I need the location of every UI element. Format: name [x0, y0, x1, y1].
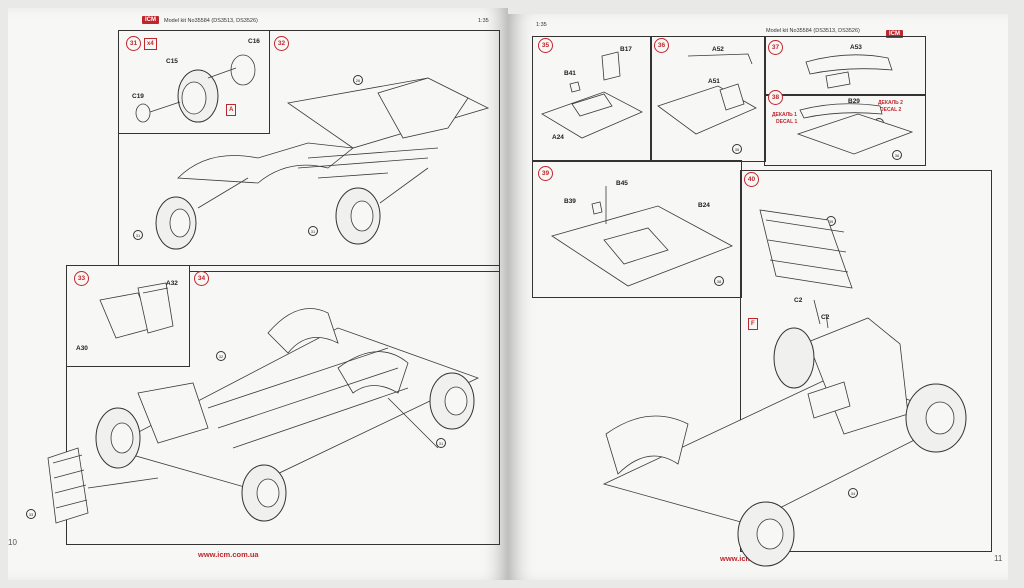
step-38-panel: [764, 94, 926, 166]
left-page: Model kit No35584 (DS3513, DS3526) 1:35 …: [8, 8, 508, 580]
left-page-illustrations: [47, 54, 490, 524]
step-37-panel: [764, 36, 926, 96]
step-39-marker: 39: [538, 166, 553, 181]
steps-33-34-panel: [66, 265, 500, 545]
cab-step38-drawing: [796, 103, 914, 155]
decal-2-ru: ДЕКАЛЬ 2: [878, 100, 903, 106]
step-36-marker: 36: [654, 38, 669, 53]
right-header-model: Model kit No35584 (DS3513, DS3526): [766, 28, 860, 34]
left-footer-url: www.icm.com.ua: [198, 550, 259, 559]
step-33-marker: 33: [74, 271, 89, 286]
part-label-a51: A51: [708, 78, 720, 85]
decal-1-en: DECAL 1: [776, 119, 798, 125]
callout-32: 32: [216, 351, 226, 361]
callout-38: 38: [714, 276, 724, 286]
right-page-illustrations: [541, 51, 967, 567]
right-page: 1:35 Model kit No35584 (DS3513, DS3526) …: [508, 14, 1008, 580]
step-34-marker: 34: [194, 271, 209, 286]
part-label-a30: A30: [76, 345, 88, 352]
chassis-step32-drawing: [155, 77, 490, 250]
part-label-b24: B24: [698, 202, 710, 209]
left-header-scale: 1:35: [478, 18, 489, 24]
step-31-marker: 31: [126, 36, 141, 51]
part-label-b17: B17: [620, 46, 632, 53]
left-page-number: 10: [8, 538, 17, 547]
part-label-b39: B39: [564, 198, 576, 205]
decal-2-en: DECAL 2: [880, 107, 902, 113]
floor-step39-drawing: [551, 186, 733, 287]
chassis-step34-drawing: [47, 308, 480, 524]
callout-26: 26: [353, 75, 363, 85]
floor-step35-drawing: [541, 51, 643, 139]
step-35-marker: 35: [538, 38, 553, 53]
icm-logo: ICM: [142, 16, 159, 24]
paint-flag-f: F: [748, 318, 758, 330]
part-label-c2b: C2: [821, 314, 830, 321]
part-label-a24: A24: [552, 134, 564, 141]
chassis-step40-drawing: [602, 209, 967, 567]
step-37-marker: 37: [768, 40, 783, 55]
left-header-model: Model kit No35584 (DS3513, DS3526): [164, 18, 258, 24]
part-label-c19: C19: [132, 93, 144, 100]
steps-31-32-panel: [118, 30, 500, 272]
step-40-marker: 40: [744, 172, 759, 187]
step-36-panel: [650, 36, 766, 162]
step-38-marker: 38: [768, 90, 783, 105]
part-label-a53: A53: [850, 44, 862, 51]
callout-34: 34: [848, 488, 858, 498]
callout-31a: 31: [133, 230, 143, 240]
callout-33: 33: [26, 509, 36, 519]
panel-step37-drawing: [805, 54, 893, 89]
icm-logo-right: ICM: [886, 30, 903, 38]
paint-flag-a: A: [226, 104, 237, 116]
step-39-panel: [532, 160, 742, 298]
part-label-c15: C15: [166, 58, 178, 65]
callout-31c: 31: [436, 438, 446, 448]
callout-31b: 31: [308, 226, 318, 236]
radiator-step33-drawing: [99, 282, 174, 339]
x4-badge: x4: [144, 38, 157, 50]
wheel-exploded-icon: [135, 54, 256, 123]
part-label-b45: B45: [616, 180, 628, 187]
part-label-c2a: C2: [794, 297, 803, 304]
right-header-scale: 1:35: [536, 22, 547, 28]
callout-35: 35: [732, 144, 742, 154]
decal-1-ru: ДЕКАЛЬ 1: [772, 112, 797, 118]
part-label-b41: B41: [564, 70, 576, 77]
part-label-a32: A32: [166, 280, 178, 287]
part-label-a52: A52: [712, 46, 724, 53]
body-step36-drawing: [657, 53, 757, 135]
step-35-panel: [532, 36, 652, 162]
part-label-c16: C16: [248, 38, 260, 45]
step-40-panel: [740, 170, 992, 552]
right-page-number: 11: [994, 554, 1003, 563]
part-label-b29: B29: [848, 98, 860, 105]
step-32-marker: 32: [274, 36, 289, 51]
callout-36: 36: [892, 150, 902, 160]
